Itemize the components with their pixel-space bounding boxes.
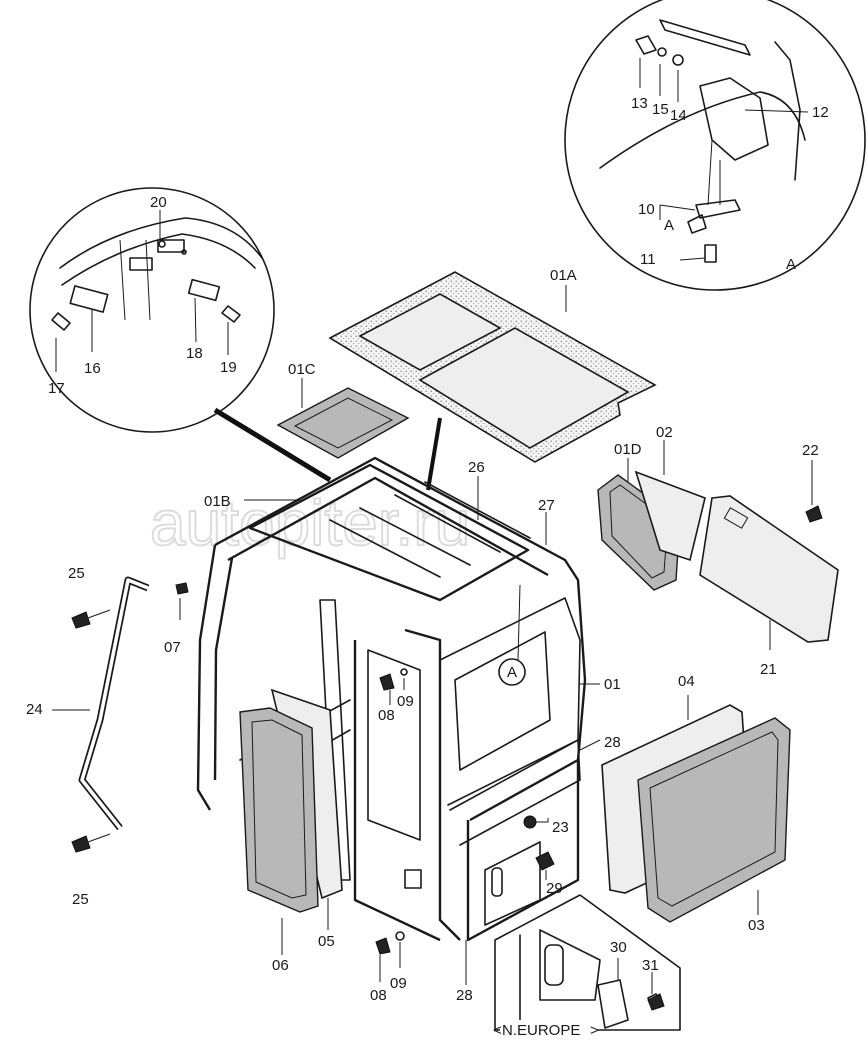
handrail xyxy=(78,576,150,831)
label-01B: 01B xyxy=(204,493,231,510)
label-17: 17 xyxy=(48,380,65,397)
label-04: 04 xyxy=(678,673,695,690)
svg-text:<: < xyxy=(493,1022,502,1039)
n-europe-detail: N.EUROPE < > xyxy=(493,894,681,1039)
label-28-lower: 28 xyxy=(456,987,473,1004)
label-12: 12 xyxy=(812,104,829,121)
part-labels: 20 17 16 18 19 13 15 14 12 10 A 11 A 01A… xyxy=(26,95,829,1004)
roof-insulation-panel xyxy=(328,271,657,463)
front-upper-glass xyxy=(634,470,706,562)
label-15: 15 xyxy=(652,101,669,118)
sun-visor-panel xyxy=(699,495,839,643)
label-06: 06 xyxy=(272,957,289,974)
label-26: 26 xyxy=(468,459,485,476)
label-19: 19 xyxy=(220,359,237,376)
label-24: 24 xyxy=(26,701,43,718)
label-29: 29 xyxy=(546,880,563,897)
label-01: 01 xyxy=(604,676,621,693)
label-28-upper: 28 xyxy=(604,734,621,751)
label-11: 11 xyxy=(640,251,656,268)
detail-leader-top xyxy=(426,417,442,491)
label-07: 07 xyxy=(164,639,181,656)
leader-lines xyxy=(52,58,813,994)
detail-leader-left xyxy=(213,407,332,483)
right-lower-seal xyxy=(637,717,791,923)
watermark: autopiter.ru xyxy=(149,486,471,560)
label-03: 03 xyxy=(748,917,765,934)
label-30: 30 xyxy=(610,939,627,956)
label-25-top: 25 xyxy=(68,565,85,582)
label-14: 14 xyxy=(670,107,687,124)
label-01A: 01A xyxy=(550,267,577,284)
note-box-label: N.EUROPE xyxy=(502,1022,580,1039)
label-21: 21 xyxy=(760,661,777,678)
callout-a: A xyxy=(498,584,526,686)
label-08-upper: 08 xyxy=(378,707,395,724)
label-25-bottom: 25 xyxy=(72,891,89,908)
label-23: 23 xyxy=(552,819,569,836)
label-detail-a-inner: A xyxy=(664,217,674,234)
label-27: 27 xyxy=(538,497,555,514)
label-detail-a: A xyxy=(786,256,796,273)
label-10: 10 xyxy=(638,201,655,218)
label-01C: 01C xyxy=(288,361,316,378)
svg-text:autopiter.ru: autopiter.ru xyxy=(150,487,470,559)
left-window-seal xyxy=(239,707,319,913)
label-09-lower: 09 xyxy=(390,975,407,992)
roof-seal xyxy=(276,387,410,459)
detail-circle-a xyxy=(564,0,866,291)
label-02: 02 xyxy=(656,424,673,441)
svg-text:A: A xyxy=(507,664,517,681)
detail-circle-left xyxy=(29,187,275,433)
label-13: 13 xyxy=(631,95,648,112)
label-09-upper: 09 xyxy=(397,693,414,710)
label-01D: 01D xyxy=(614,441,642,458)
label-16: 16 xyxy=(84,360,101,377)
label-22: 22 xyxy=(802,442,819,459)
label-08-lower: 08 xyxy=(370,987,387,1004)
label-05: 05 xyxy=(318,933,335,950)
label-20: 20 xyxy=(150,194,167,211)
front-upper-seal xyxy=(597,474,681,591)
svg-text:>: > xyxy=(590,1022,599,1039)
label-31: 31 xyxy=(642,957,659,974)
label-18: 18 xyxy=(186,345,203,362)
